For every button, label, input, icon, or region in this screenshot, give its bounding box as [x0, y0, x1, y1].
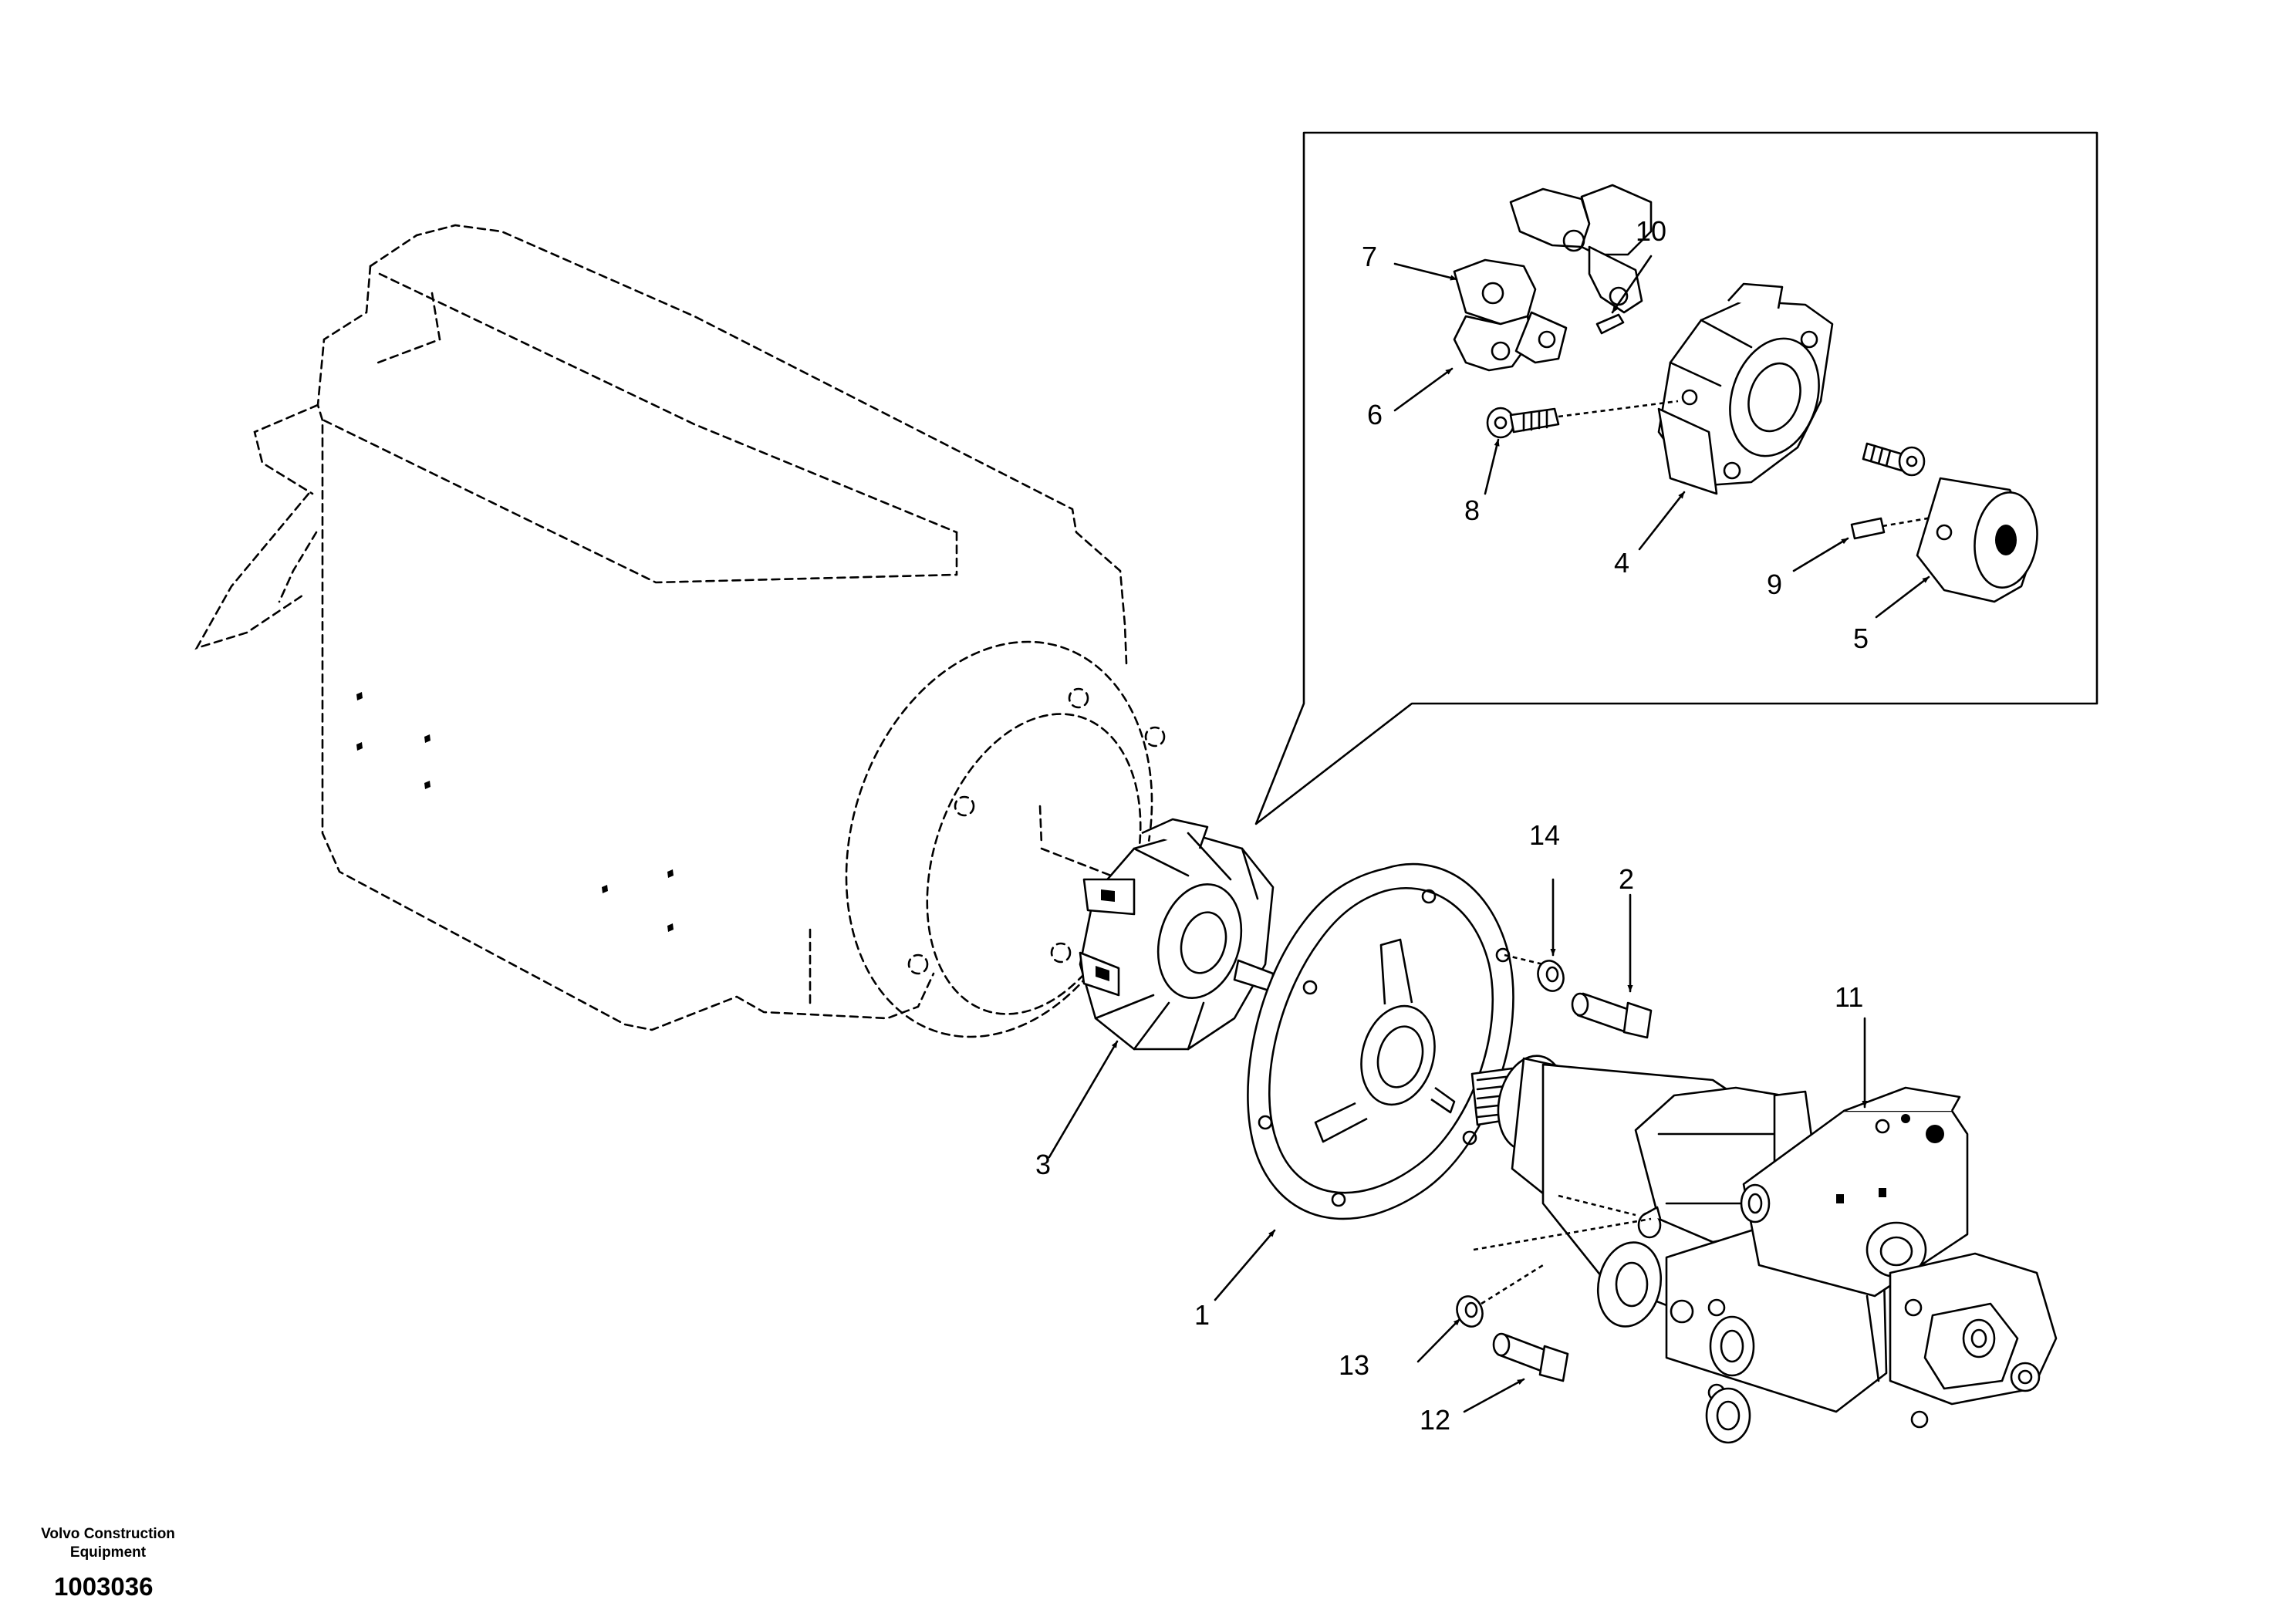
- bolt-part-12: [1492, 1332, 1569, 1382]
- flange-plate: [1247, 862, 1514, 1220]
- callout-9: 9: [1767, 569, 1782, 600]
- callout-7: 7: [1362, 241, 1377, 272]
- callout-2: 2: [1619, 863, 1634, 895]
- document-number: 1003036: [54, 1572, 153, 1601]
- callout-1: 1: [1194, 1299, 1210, 1331]
- brand-line-1: Volvo Construction: [41, 1526, 175, 1542]
- callout-4: 4: [1614, 547, 1629, 579]
- callout-3: 3: [1035, 1149, 1051, 1180]
- callout-13: 13: [1339, 1349, 1369, 1381]
- socket-screw-right: [1862, 442, 1926, 477]
- callout-10: 10: [1636, 215, 1666, 247]
- pin-part-10: [1595, 313, 1625, 335]
- brand-line-2: Equipment: [70, 1544, 147, 1561]
- pump-side-hub: [1916, 477, 2038, 603]
- detail-inset: [1254, 131, 2098, 825]
- socket-screw-left: [1486, 407, 1560, 439]
- engine-phantom: [194, 224, 1166, 1038]
- washer-part-13: [1456, 1264, 1544, 1328]
- callout-14: 14: [1529, 819, 1560, 851]
- washer-part-14: [1504, 953, 1565, 992]
- coupling-element-half-lower: [1453, 258, 1568, 372]
- coupling-element: [1040, 818, 1275, 1051]
- hydraulic-pump: [1470, 1055, 2058, 1444]
- set-screw: [1850, 517, 1886, 540]
- callout-11: 11: [1835, 981, 1863, 1013]
- callout-5: 5: [1853, 623, 1869, 654]
- coupling-hub: [1657, 282, 1834, 495]
- engine-bolt-marks: [356, 692, 674, 932]
- title-block: Volvo Construction Equipment 1003036: [41, 1526, 175, 1601]
- bolt-part-2: [1571, 992, 1653, 1039]
- callout-labels: 1 2 3 4 5 6 7 8 9 10 11 12 13 14: [1035, 215, 1869, 1436]
- callout-12: 12: [1420, 1404, 1450, 1436]
- callout-6: 6: [1367, 399, 1383, 430]
- callout-8: 8: [1464, 494, 1480, 526]
